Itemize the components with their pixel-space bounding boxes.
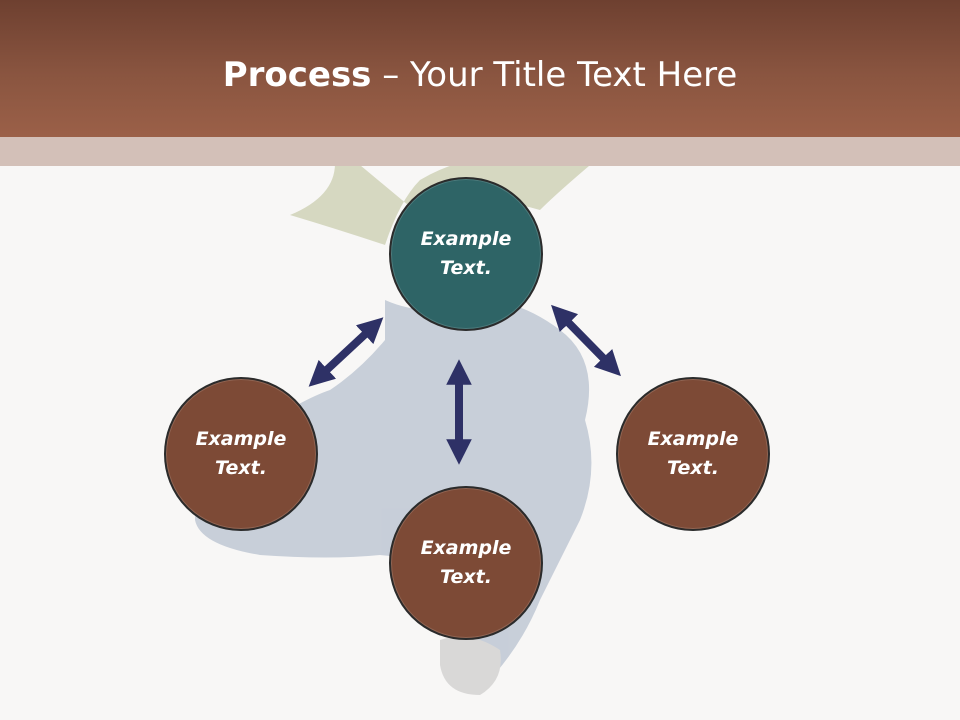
node-bottom-label: Example Text. — [420, 537, 512, 588]
header-bar — [0, 0, 960, 137]
arrow-right-diagonal — [551, 304, 621, 377]
header-band — [0, 137, 960, 166]
title-rest: – Your Title Text Here — [371, 55, 738, 95]
process-node-top: Example Text. — [389, 177, 543, 331]
process-node-right: Example Text. — [616, 377, 770, 531]
node-top-label: Example Text. — [420, 228, 512, 279]
title-bold: Process — [222, 55, 372, 95]
process-node-bottom: Example Text. — [389, 486, 543, 640]
process-node-left: Example Text. — [164, 377, 318, 531]
arrow-left-diagonal — [308, 317, 384, 387]
node-left-label: Example Text. — [195, 428, 287, 479]
node-right-label: Example Text. — [647, 428, 739, 479]
slide-title: Process – Your Title Text Here — [0, 52, 960, 98]
